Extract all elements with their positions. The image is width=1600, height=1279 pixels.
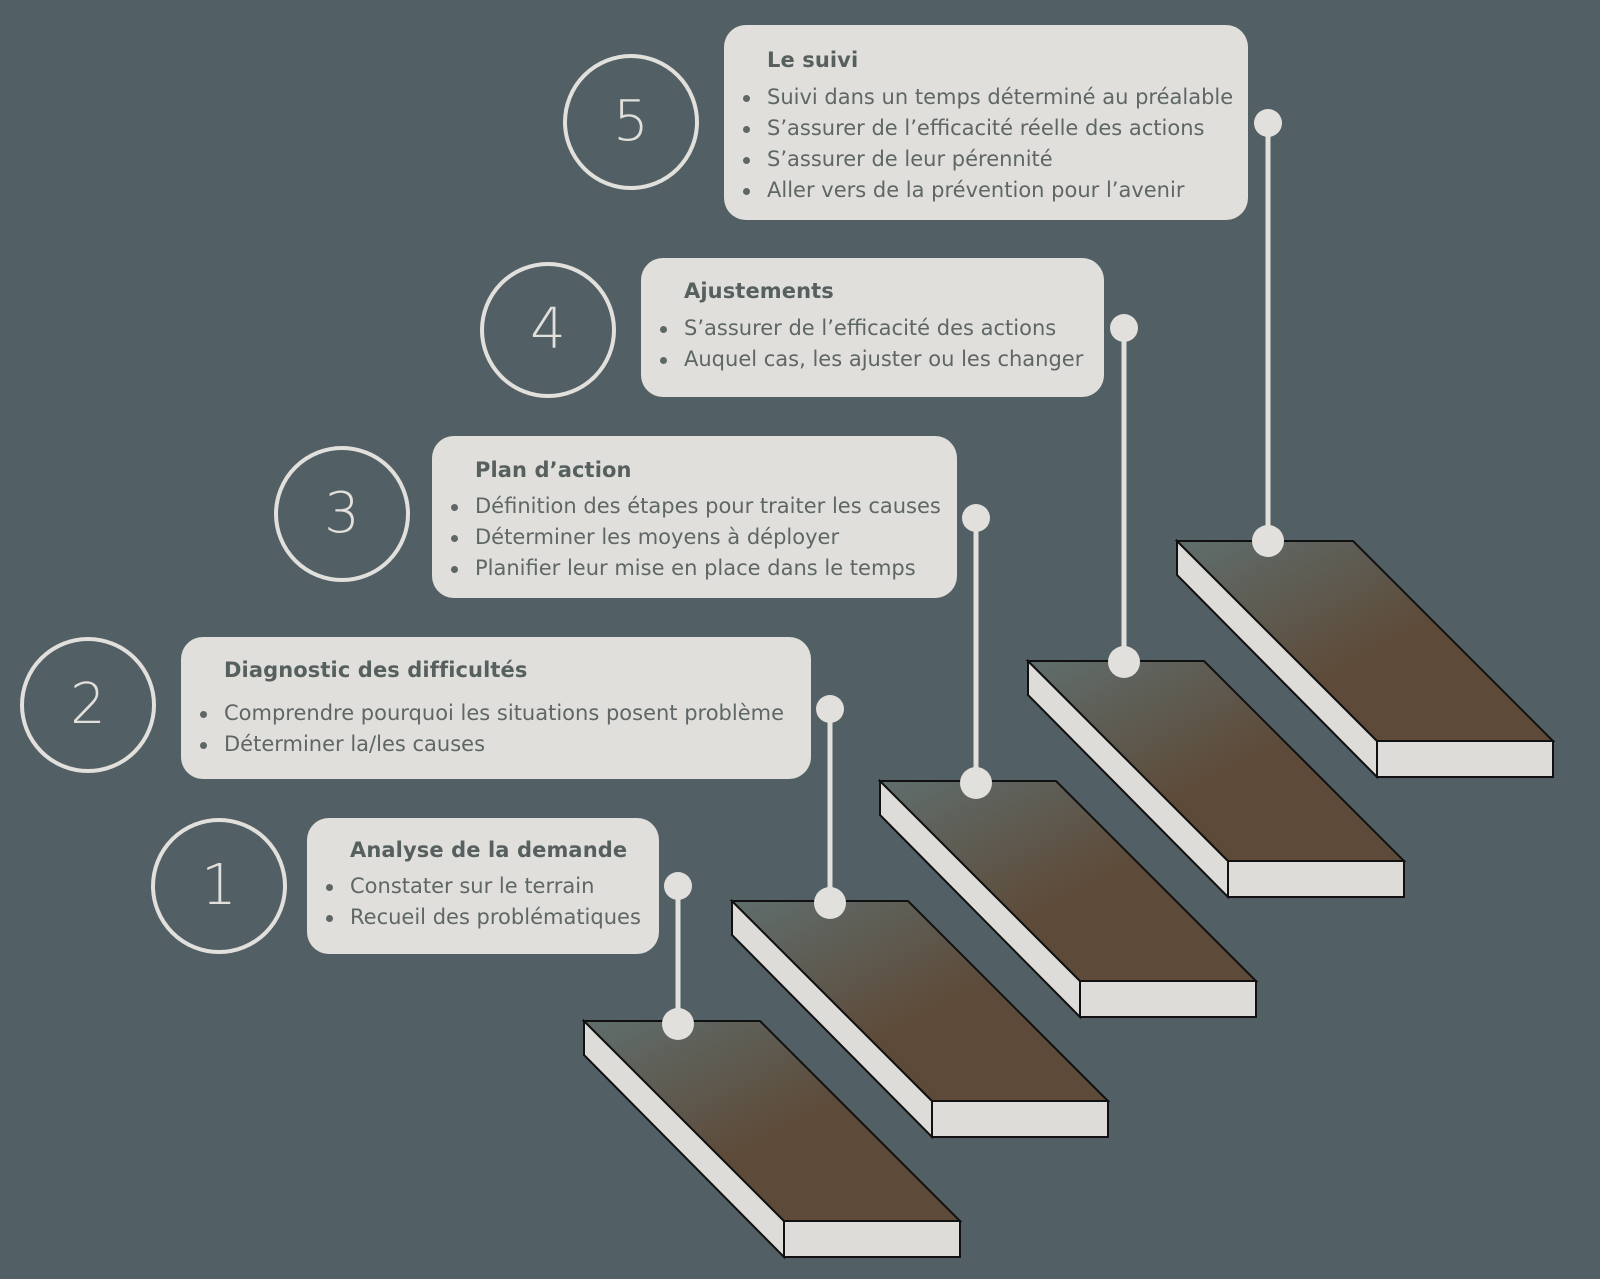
connector-base-dot [814, 887, 846, 919]
step-2-list: Comprendre pourquoi les situations posen… [200, 698, 784, 760]
step-1-title: Analyse de la demande [350, 838, 628, 862]
bullet-icon [326, 915, 333, 922]
step-5-card: Le suivi Suivi dans un temps déterminé a… [724, 25, 1248, 220]
bullet-icon [743, 188, 750, 195]
list-item: Suivi dans un temps déterminé au préalab… [743, 82, 1233, 113]
list-item: Déterminer les moyens à déployer [451, 522, 941, 553]
step-2-card: Diagnostic des difficultés Comprendre po… [181, 637, 811, 779]
list-item: S’assurer de l’efficacité des actions [660, 313, 1083, 344]
connector-base-dot [662, 1008, 694, 1040]
step-1-card: Analyse de la demande Constater sur le t… [307, 818, 659, 954]
list-item: Comprendre pourquoi les situations posen… [200, 698, 784, 729]
step-5-connector [1252, 109, 1284, 557]
step-2-number: 2 [70, 672, 106, 737]
stair-step-2 [729, 898, 1111, 1140]
step-5-list: Suivi dans un temps déterminé au préalab… [743, 82, 1233, 206]
connector-base-dot [1252, 525, 1284, 557]
step-4-number-circle: 4 [480, 262, 616, 398]
step-4-number: 4 [530, 297, 566, 362]
stair-step-1 [581, 1018, 963, 1260]
step-riser [1376, 740, 1554, 778]
step-4-connector [1108, 314, 1140, 678]
bullet-icon [200, 742, 207, 749]
step-3-number-circle: 3 [274, 446, 410, 582]
step-riser [1079, 980, 1257, 1018]
connector-base-dot [960, 767, 992, 799]
bullet-icon [743, 126, 750, 133]
step-riser [931, 1100, 1109, 1138]
step-3-list: Définition des étapes pour traiter les c… [451, 491, 941, 584]
bullet-icon [451, 566, 458, 573]
stair-step-3 [877, 778, 1259, 1020]
step-1-list: Constater sur le terrain Recueil des pro… [326, 871, 641, 933]
bullet-icon [743, 157, 750, 164]
step-4-card: Ajustements S’assurer de l’efficacité de… [641, 258, 1104, 397]
step-4-list: S’assurer de l’efficacité des actions Au… [660, 313, 1083, 375]
bullet-icon [660, 326, 667, 333]
step-4-title: Ajustements [684, 279, 834, 303]
list-item: Définition des étapes pour traiter les c… [451, 491, 941, 522]
bullet-icon [743, 95, 750, 102]
list-item: Déterminer la/les causes [200, 729, 784, 760]
step-5-number: 5 [613, 89, 649, 154]
step-5-number-circle: 5 [563, 54, 699, 190]
list-item: Recueil des problématiques [326, 902, 641, 933]
list-item: S’assurer de l’efficacité réelle des act… [743, 113, 1233, 144]
list-item: Constater sur le terrain [326, 871, 641, 902]
list-item: Planifier leur mise en place dans le tem… [451, 553, 941, 584]
list-item: Auquel cas, les ajuster ou les changer [660, 344, 1083, 375]
stair-step-4 [1025, 658, 1407, 900]
connector-top-dot [1254, 109, 1282, 137]
stair-step-5 [1174, 538, 1556, 780]
connector-top-dot [816, 695, 844, 723]
list-item: Aller vers de la prévention pour l’aveni… [743, 175, 1233, 206]
list-item: S’assurer de leur pérennité [743, 144, 1233, 175]
bullet-icon [660, 357, 667, 364]
step-2-connector [814, 695, 846, 919]
step-2-title: Diagnostic des difficultés [224, 658, 528, 682]
connector-top-dot [962, 504, 990, 532]
bullet-icon [451, 504, 458, 511]
step-2-number-circle: 2 [20, 637, 156, 773]
connector-base-dot [1108, 646, 1140, 678]
connector-top-dot [664, 872, 692, 900]
connector-top-dot [1110, 314, 1138, 342]
step-1-number: 1 [201, 853, 237, 918]
step-3-title: Plan d’action [475, 458, 632, 482]
bullet-icon [451, 535, 458, 542]
step-1-number-circle: 1 [151, 818, 287, 954]
bullet-icon [326, 884, 333, 891]
step-riser [783, 1220, 961, 1258]
step-3-connector [960, 504, 992, 799]
step-1-connector [662, 872, 694, 1040]
bullet-icon [200, 711, 207, 718]
step-riser [1227, 860, 1405, 898]
step-5-title: Le suivi [767, 48, 859, 72]
step-3-number: 3 [324, 481, 360, 546]
step-3-card: Plan d’action Définition des étapes pour… [432, 436, 957, 598]
